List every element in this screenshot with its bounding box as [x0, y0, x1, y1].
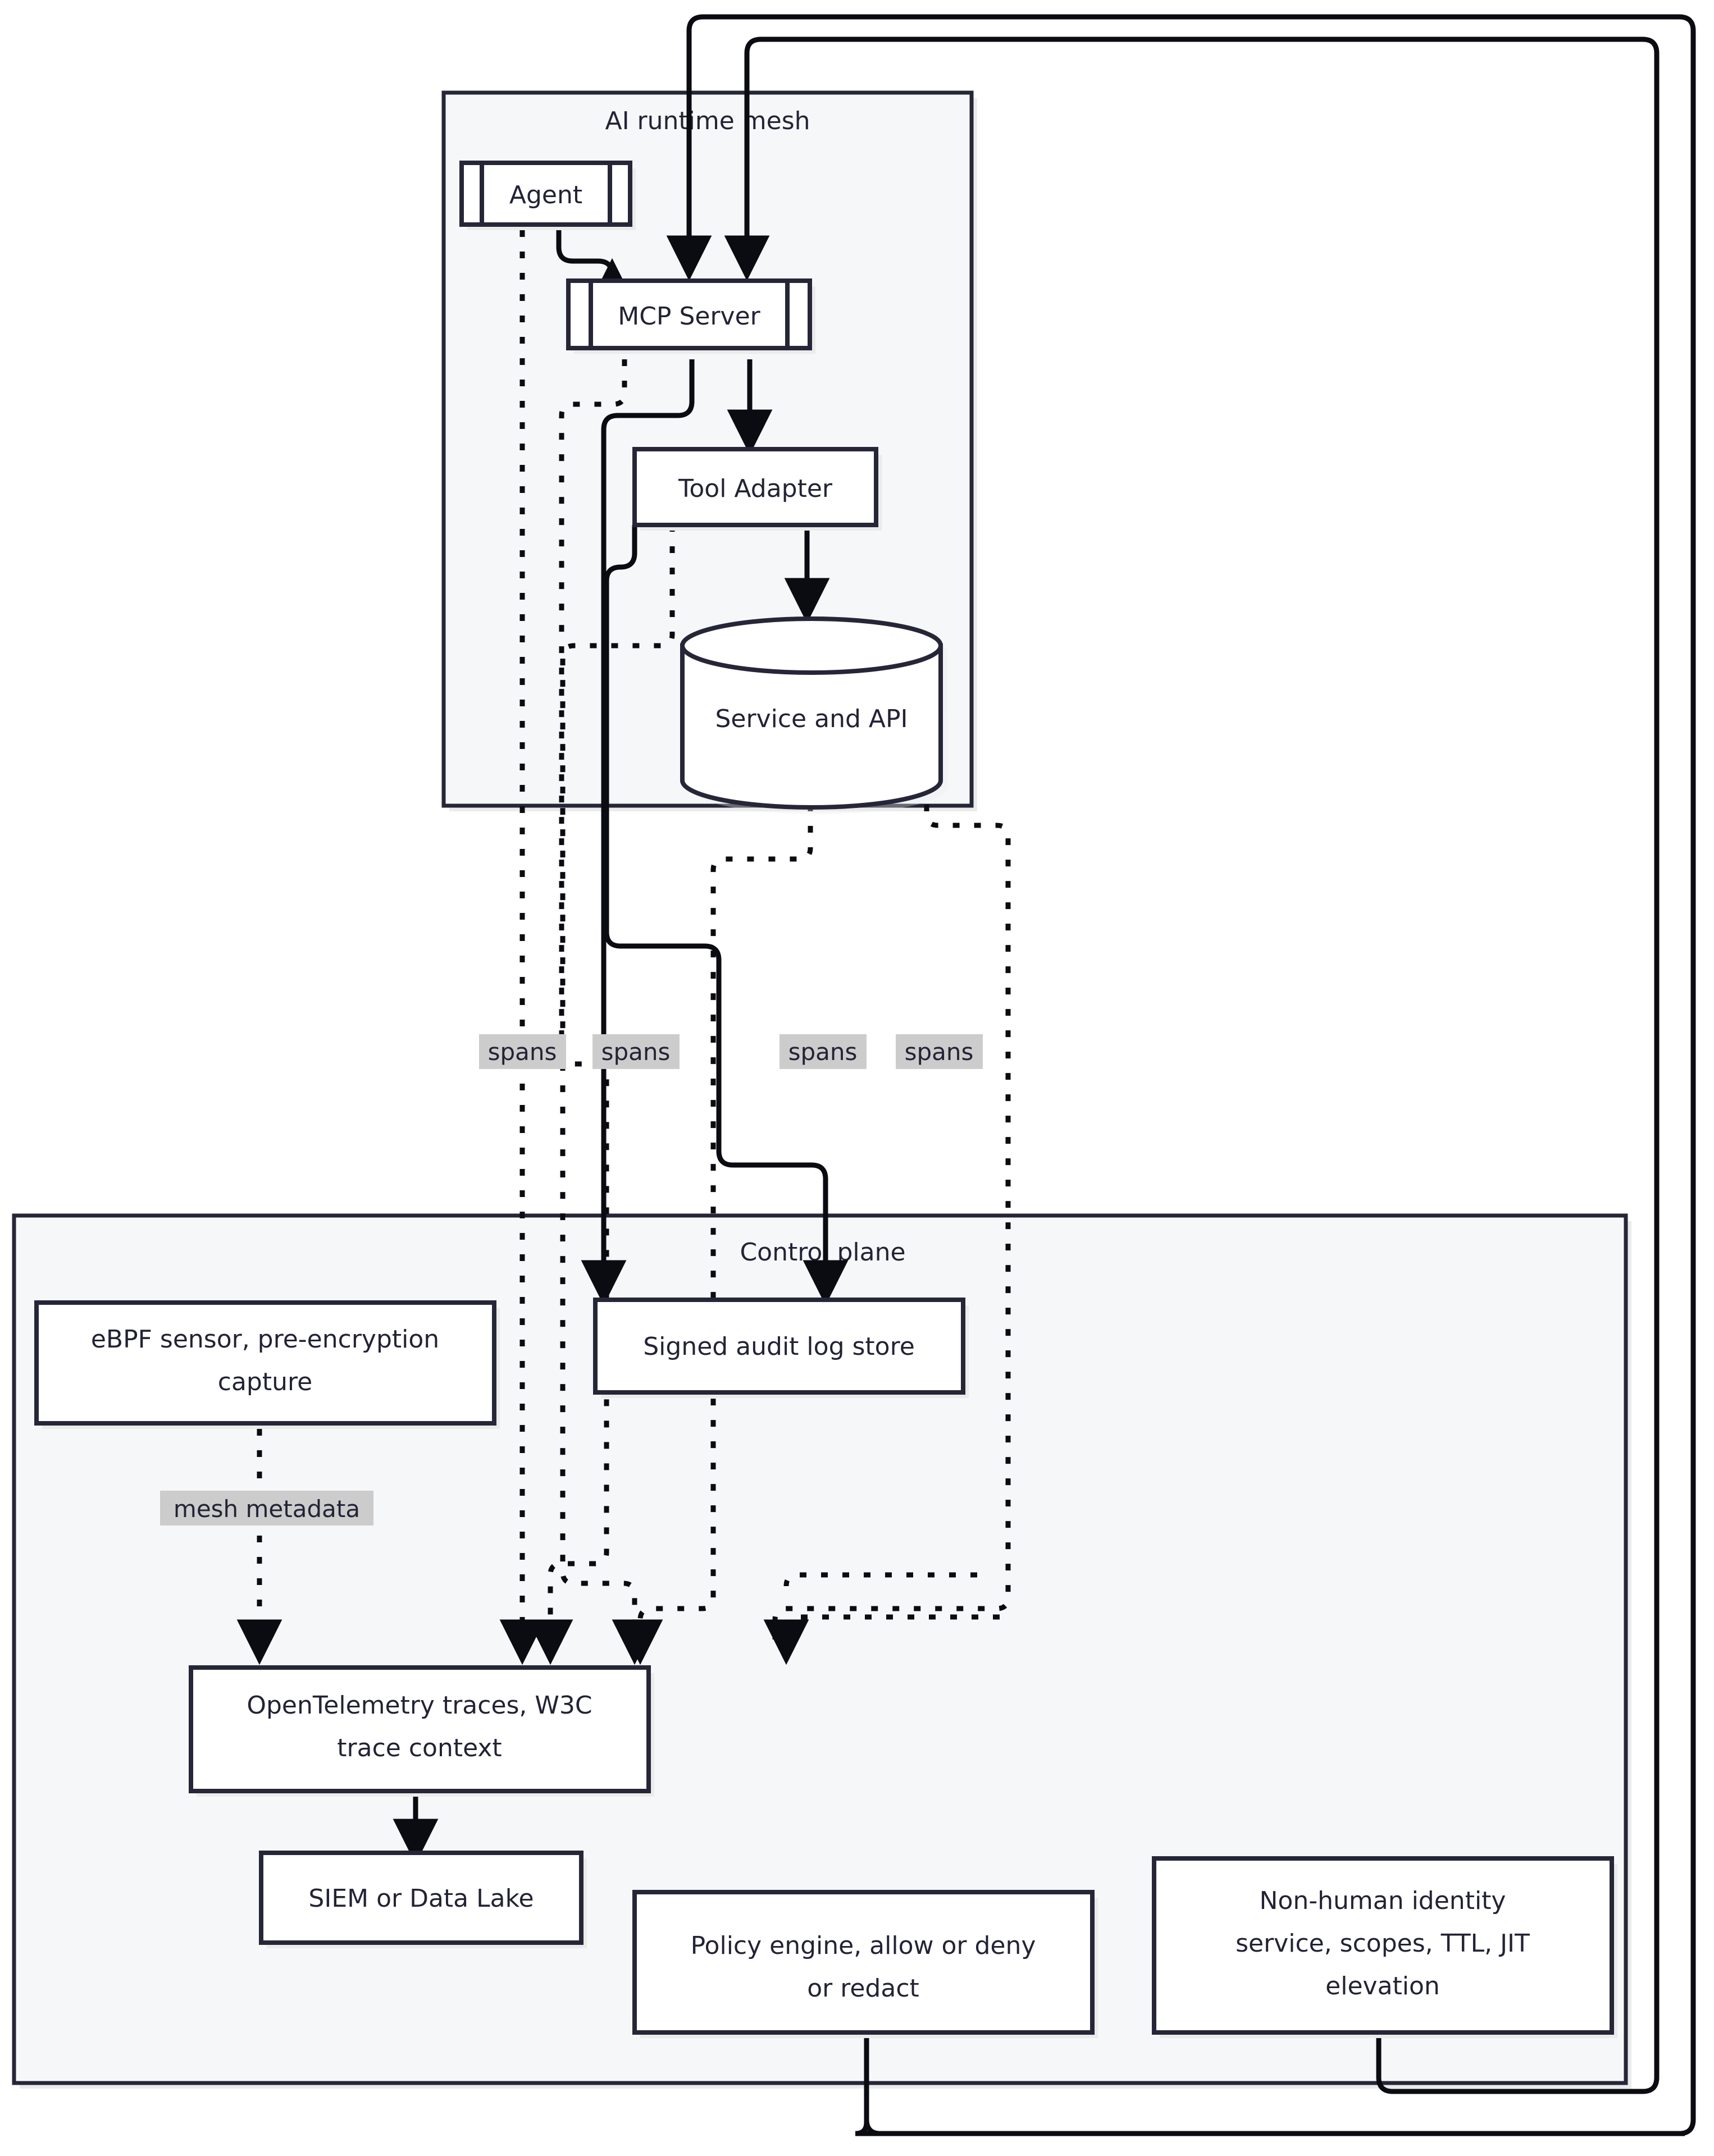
node-label-svc: Service and API	[715, 705, 908, 733]
node-label-otel-line2: trace context	[337, 1734, 502, 1762]
edge-svc-to-otel	[617, 783, 813, 1665]
edge-label-spans-1-text: spans	[488, 1038, 557, 1066]
edge-tool-to-audit	[604, 525, 849, 1306]
edge-label-spans-4: spans	[896, 1034, 983, 1069]
node-label-audit: Signed audit log store	[643, 1332, 915, 1361]
node-non-human-identity[interactable]: Non-human identity service, scopes, TTL,…	[1152, 1856, 1617, 2038]
node-opentelemetry[interactable]: OpenTelemetry traces, W3C trace context	[189, 1665, 654, 1797]
node-label-nhi-line1: Non-human identity	[1260, 1886, 1506, 1915]
node-label-ebpf-line2: capture	[218, 1368, 312, 1396]
edge-tool-to-otel	[560, 525, 675, 1665]
node-label-policy-line1: Policy engine, allow or deny	[691, 1931, 1036, 1960]
edge-label-spans-2-text: spans	[601, 1038, 671, 1066]
node-label-nhi-line2: service, scopes, TTL, JIT	[1236, 1929, 1530, 1958]
node-service-and-api[interactable]: Service and API	[680, 616, 947, 814]
node-label-policy-line2: or redact	[807, 1974, 919, 2003]
node-signed-audit-log-store[interactable]: Signed audit log store	[593, 1298, 969, 1398]
edge-label-spans-1: spans	[479, 1034, 566, 1069]
node-label-nhi-line3: elevation	[1325, 1972, 1440, 2000]
edge-policy-loop	[666, 14, 1696, 2136]
edge-label-spans-4-text: spans	[905, 1038, 974, 1066]
node-mcp-server[interactable]: MCP Server	[566, 278, 815, 354]
edge-merge-right	[783, 1572, 977, 1587]
edge-label-spans-3: spans	[779, 1034, 867, 1069]
node-label-siem: SIEM or Data Lake	[308, 1884, 534, 1913]
node-tool-adapter[interactable]: Tool Adapter	[632, 447, 882, 531]
node-label-ebpf-line1: eBPF sensor, pre-encryption	[91, 1325, 439, 1354]
node-label-agent: Agent	[509, 181, 582, 209]
edge-label-spans-3-text: spans	[788, 1038, 858, 1066]
edge-nhi-loop	[724, 36, 1660, 2094]
edge-mcp-to-audit	[581, 359, 695, 1306]
node-siem-or-data-lake[interactable]: SIEM or Data Lake	[259, 1851, 587, 1948]
edge-label-spans-2: spans	[592, 1034, 680, 1069]
node-policy-engine[interactable]: Policy engine, allow or deny or redact	[632, 1890, 1098, 2038]
node-label-mcp: MCP Server	[618, 302, 760, 331]
edge-agent-to-mcp	[556, 230, 635, 304]
node-agent[interactable]: Agent	[459, 161, 636, 230]
edge-svc-outer-to-otel	[772, 783, 1011, 1639]
cluster-label-control: Control plane	[740, 1238, 905, 1267]
edge-label-mesh-metadata-text: mesh metadata	[174, 1495, 360, 1523]
node-label-tool: Tool Adapter	[678, 474, 833, 503]
node-ebpf-sensor[interactable]: eBPF sensor, pre-encryption capture	[34, 1300, 500, 1429]
edge-label-mesh-metadata: mesh metadata	[160, 1491, 373, 1525]
node-label-otel-line1: OpenTelemetry traces, W3C	[247, 1691, 592, 1720]
cluster-label-mesh: AI runtime mesh	[605, 107, 810, 135]
